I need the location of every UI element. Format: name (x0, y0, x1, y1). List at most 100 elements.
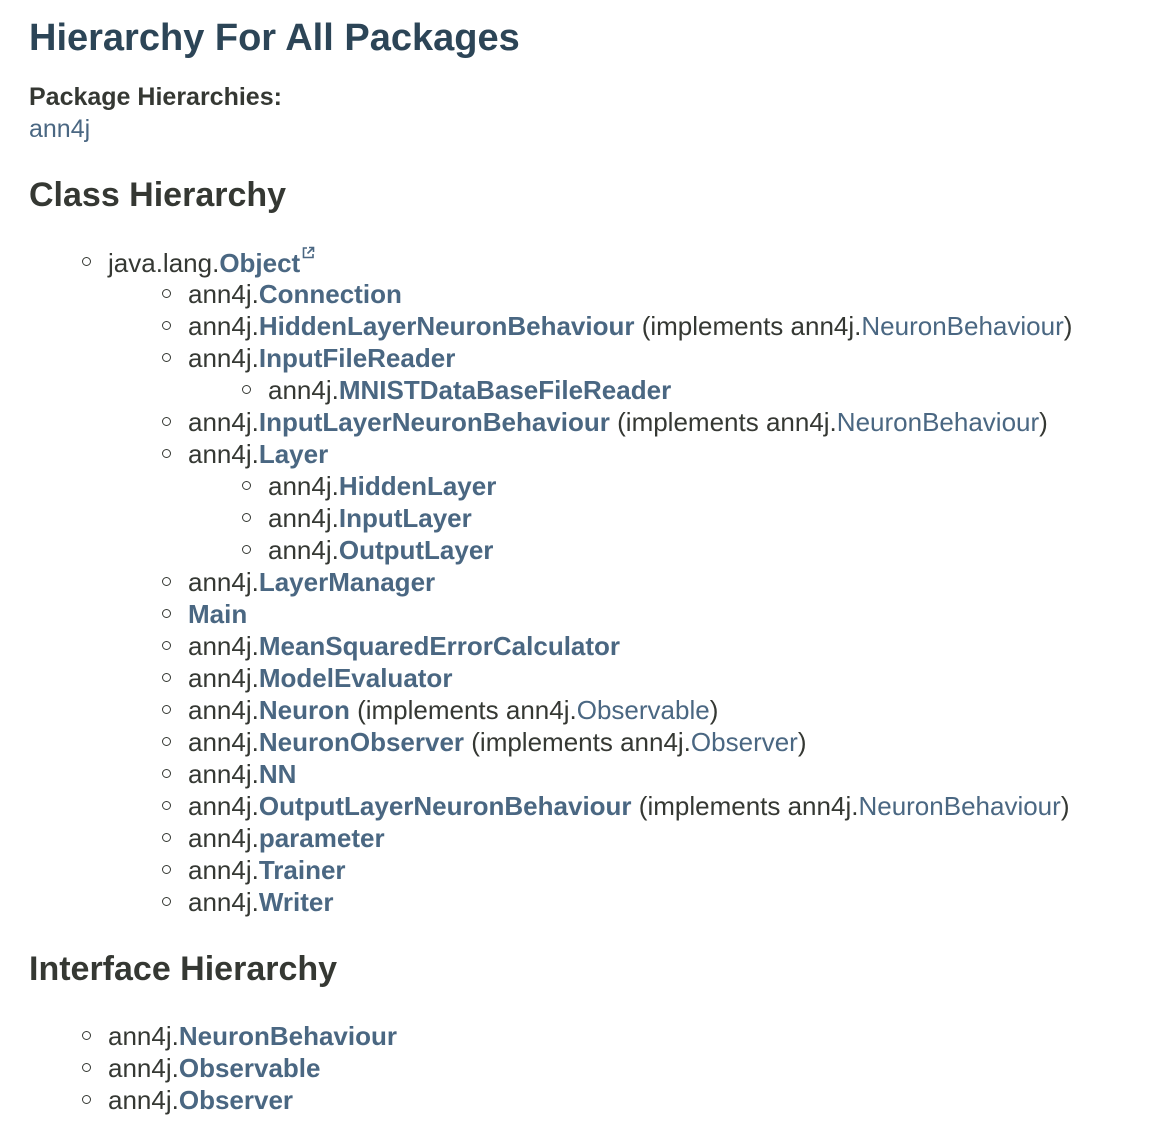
bullet-icon (162, 609, 171, 618)
class-link-layermanager[interactable]: LayerManager (258, 567, 436, 597)
package-prefix: ann4j. (188, 663, 259, 693)
bullet-icon (162, 737, 171, 746)
bullet-icon (162, 353, 171, 362)
implements-close: ) (1063, 311, 1073, 341)
package-prefix: ann4j. (188, 343, 259, 373)
bullet-icon (162, 833, 171, 842)
bullet-icon (82, 257, 91, 266)
class-hierarchy-tree: java.lang.Object ann4j.Connection ann4j.… (29, 246, 1169, 918)
interface-link-observable[interactable]: Observable (576, 695, 710, 725)
class-link-inputfilereader[interactable]: InputFileReader (258, 343, 456, 373)
package-prefix: ann4j. (188, 279, 259, 309)
tree-item: ann4j.InputLayer (29, 502, 1169, 534)
tree-item: ann4j.Trainer (29, 854, 1169, 886)
tree-item: ann4j.Layer (29, 438, 1169, 470)
tree-item: ann4j.NeuronObserver (implements ann4j.O… (29, 726, 1169, 758)
bullet-icon (162, 641, 171, 650)
package-link-ann4j[interactable]: ann4j (29, 115, 91, 143)
class-link-main[interactable]: Main (188, 599, 248, 629)
tree-item: ann4j.NeuronBehaviour (29, 1020, 1169, 1052)
implements-close: ) (1060, 791, 1070, 821)
external-link-icon[interactable] (301, 246, 315, 260)
class-link-connection[interactable]: Connection (258, 279, 402, 309)
tree-item: ann4j.NN (29, 758, 1169, 790)
interface-link-observable[interactable]: Observable (178, 1053, 321, 1083)
class-link-trainer[interactable]: Trainer (258, 855, 346, 885)
implements-close: ) (797, 727, 807, 757)
tree-item: ann4j.Observer (29, 1084, 1169, 1116)
bullet-icon (82, 1095, 91, 1104)
package-prefix: ann4j. (188, 823, 259, 853)
class-link-outputlayerneuronbehaviour[interactable]: OutputLayerNeuronBehaviour (258, 791, 632, 821)
bullet-icon (162, 865, 171, 874)
interface-link-observer[interactable]: Observer (690, 727, 798, 757)
implements-close: ) (1039, 407, 1048, 437)
tree-item: ann4j.MeanSquaredErrorCalculator (29, 630, 1169, 662)
class-link-nn[interactable]: NN (258, 759, 297, 789)
interface-link-observer[interactable]: Observer (178, 1085, 294, 1115)
implements-text: (implements ann4j. (631, 791, 859, 821)
implements-text: (implements ann4j. (464, 727, 691, 757)
package-prefix: ann4j. (188, 631, 259, 661)
class-link-object[interactable]: Object (219, 248, 301, 278)
tree-item: ann4j.MNISTDataBaseFileReader (29, 374, 1169, 406)
class-link-neuron[interactable]: Neuron (258, 695, 350, 725)
bullet-icon (242, 513, 251, 522)
class-link-hiddenlayerneuronbehaviour[interactable]: HiddenLayerNeuronBehaviour (258, 311, 635, 341)
package-prefix: ann4j. (188, 887, 259, 917)
package-prefix: ann4j. (268, 375, 339, 405)
package-prefix: ann4j. (108, 1053, 179, 1083)
class-hierarchy-heading: Class Hierarchy (29, 176, 287, 214)
class-link-hiddenlayer[interactable]: HiddenLayer (338, 471, 497, 501)
interface-link-neuronbehaviour[interactable]: NeuronBehaviour (178, 1021, 397, 1051)
implements-close: ) (709, 695, 719, 725)
interface-link-neuronbehaviour[interactable]: NeuronBehaviour (861, 311, 1064, 341)
class-link-neuronobserver[interactable]: NeuronObserver (258, 727, 465, 757)
package-prefix: ann4j. (268, 503, 339, 533)
interface-link-neuronbehaviour[interactable]: NeuronBehaviour (836, 407, 1040, 437)
bullet-icon (162, 801, 171, 810)
bullet-icon (242, 481, 251, 490)
package-prefix: ann4j. (188, 407, 259, 437)
bullet-icon (162, 577, 171, 586)
tree-item: java.lang.Object (29, 246, 1169, 278)
tree-item: ann4j.OutputLayer (29, 534, 1169, 566)
class-link-inputlayerneuronbehaviour[interactable]: InputLayerNeuronBehaviour (258, 407, 610, 437)
tree-item: ann4j.LayerManager (29, 566, 1169, 598)
class-link-meansquarederrorcalculator[interactable]: MeanSquaredErrorCalculator (258, 631, 621, 661)
tree-item: ann4j.HiddenLayerNeuronBehaviour (implem… (29, 310, 1169, 342)
package-prefix: ann4j. (108, 1021, 179, 1051)
package-prefix: ann4j. (188, 567, 259, 597)
class-link-inputlayer[interactable]: InputLayer (338, 503, 472, 533)
class-link-writer[interactable]: Writer (258, 887, 334, 917)
class-link-mnistdatabasefilereader[interactable]: MNISTDataBaseFileReader (338, 375, 672, 405)
bullet-icon (162, 289, 171, 298)
tree-item: ann4j.HiddenLayer (29, 470, 1169, 502)
implements-text: (implements ann4j. (634, 311, 862, 341)
bullet-icon (162, 705, 171, 714)
class-link-parameter[interactable]: parameter (258, 823, 385, 853)
interface-link-neuronbehaviour[interactable]: NeuronBehaviour (858, 791, 1061, 821)
tree-item: ann4j.Neuron (implements ann4j.Observabl… (29, 694, 1169, 726)
interface-hierarchy-heading: Interface Hierarchy (29, 950, 338, 988)
bullet-icon (242, 385, 251, 394)
class-link-modelevaluator[interactable]: ModelEvaluator (258, 663, 453, 693)
bullet-icon (162, 417, 171, 426)
package-prefix: ann4j. (188, 439, 259, 469)
bullet-icon (162, 673, 171, 682)
class-link-layer[interactable]: Layer (258, 439, 329, 469)
implements-text: (implements ann4j. (609, 407, 837, 437)
package-hierarchies-label: Package Hierarchies: (29, 83, 282, 111)
package-prefix: ann4j. (188, 855, 259, 885)
tree-item: ann4j.Connection (29, 278, 1169, 310)
bullet-icon (162, 769, 171, 778)
bullet-icon (162, 321, 171, 330)
tree-item: ann4j.ModelEvaluator (29, 662, 1169, 694)
package-prefix: ann4j. (188, 759, 259, 789)
tree-item: ann4j.parameter (29, 822, 1169, 854)
class-link-outputlayer[interactable]: OutputLayer (338, 535, 494, 565)
tree-item: ann4j.OutputLayerNeuronBehaviour (implem… (29, 790, 1169, 822)
package-prefix: ann4j. (268, 471, 339, 501)
package-prefix: ann4j. (188, 695, 259, 725)
page-title: Hierarchy For All Packages (29, 17, 520, 59)
